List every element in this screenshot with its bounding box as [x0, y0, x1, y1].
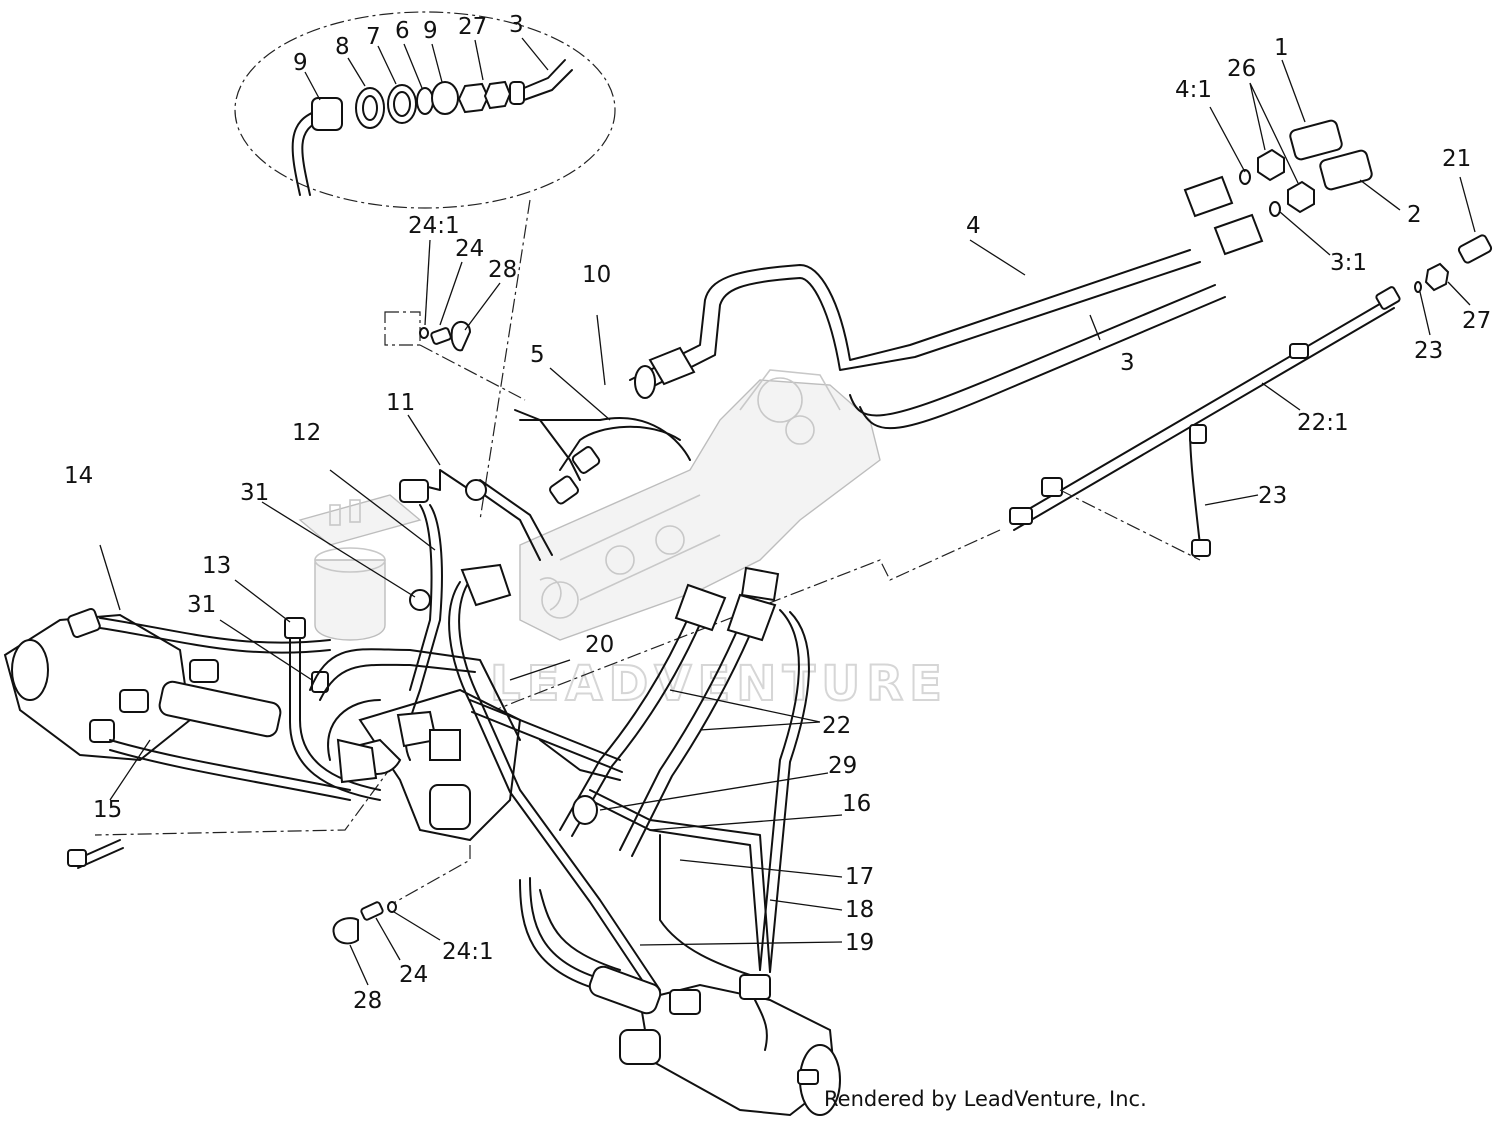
credit-text: Rendered by LeadVenture, Inc. [824, 1087, 1147, 1111]
ghost-filter-canister [298, 494, 422, 641]
callout-31-a: 31 [240, 480, 269, 506]
callout-24-1-lower: 24:1 [442, 939, 494, 965]
callout-28-upper: 28 [488, 257, 517, 283]
callout-3-detail: 3 [509, 12, 524, 38]
fittings-24-28-lower [332, 321, 472, 945]
callout-15-15-1: 16 [842, 791, 871, 817]
callout-31-b: 31 [187, 592, 216, 618]
callout-8-detail-a: 8 [335, 34, 350, 60]
callout-26: 27 [458, 14, 487, 40]
callout-21: 22 [822, 713, 851, 739]
callout-17: 18 [845, 897, 874, 923]
callout-1: 1 [1274, 35, 1289, 61]
callout-6: 6 [395, 18, 410, 44]
callout-18: 19 [845, 930, 874, 956]
left-motor [3, 608, 351, 801]
callout-14: 15 [93, 797, 122, 823]
callout-10: 11 [386, 390, 415, 416]
callout-23: 23 [1258, 483, 1287, 509]
callout-22-1: 23 [1414, 338, 1443, 364]
callout-16: 17 [845, 864, 874, 890]
callout-7: 7 [366, 24, 381, 50]
callout-3-main: 3 [1120, 350, 1135, 376]
callout-20: 21 [1442, 146, 1471, 172]
callout-19-19-1: 20 [585, 632, 614, 658]
callout-2: 2 [1407, 202, 1422, 228]
fittings-top-right [1239, 119, 1373, 217]
callout-11-11-1: 12 [292, 420, 321, 446]
detail-bubble [234, 11, 616, 521]
callout-5: 5 [530, 342, 545, 368]
callout-9-detail: 9 [293, 50, 308, 76]
callout-3-1: 3:1 [1330, 250, 1367, 276]
callout-24-upper: 24 [455, 236, 484, 262]
callout-24-1-upper: 24:1 [408, 213, 460, 239]
callout-24-lower: 24 [399, 962, 428, 988]
callout-13-13-1-13-2: 14 [64, 463, 93, 489]
hose-3-4 [629, 175, 1264, 430]
callout-4-1: 4:1 [1175, 77, 1212, 103]
callout-27: 27 [1462, 308, 1491, 334]
callout-25: 26 [1227, 56, 1256, 82]
callout-4: 4 [966, 213, 981, 239]
line-22 [67, 234, 1493, 869]
callout-labels: 9 8 7 6 9 27 3 24:1 24 28 10 5 11 12 31 … [64, 12, 1491, 1014]
right-motor [588, 965, 841, 1117]
center-manifold [284, 409, 691, 993]
callout-12: 13 [202, 553, 231, 579]
callout-28-lower: 28 [353, 988, 382, 1014]
callout-22: 22:1 [1297, 410, 1349, 436]
ghost-pump-assembly [519, 369, 881, 641]
callout-29: 29 [828, 753, 857, 779]
leader-lines [99, 37, 1476, 986]
hoses-21 [469, 566, 810, 991]
callout-8-detail-b: 9 [423, 18, 438, 44]
callout-9-9-1: 10 [582, 262, 611, 288]
